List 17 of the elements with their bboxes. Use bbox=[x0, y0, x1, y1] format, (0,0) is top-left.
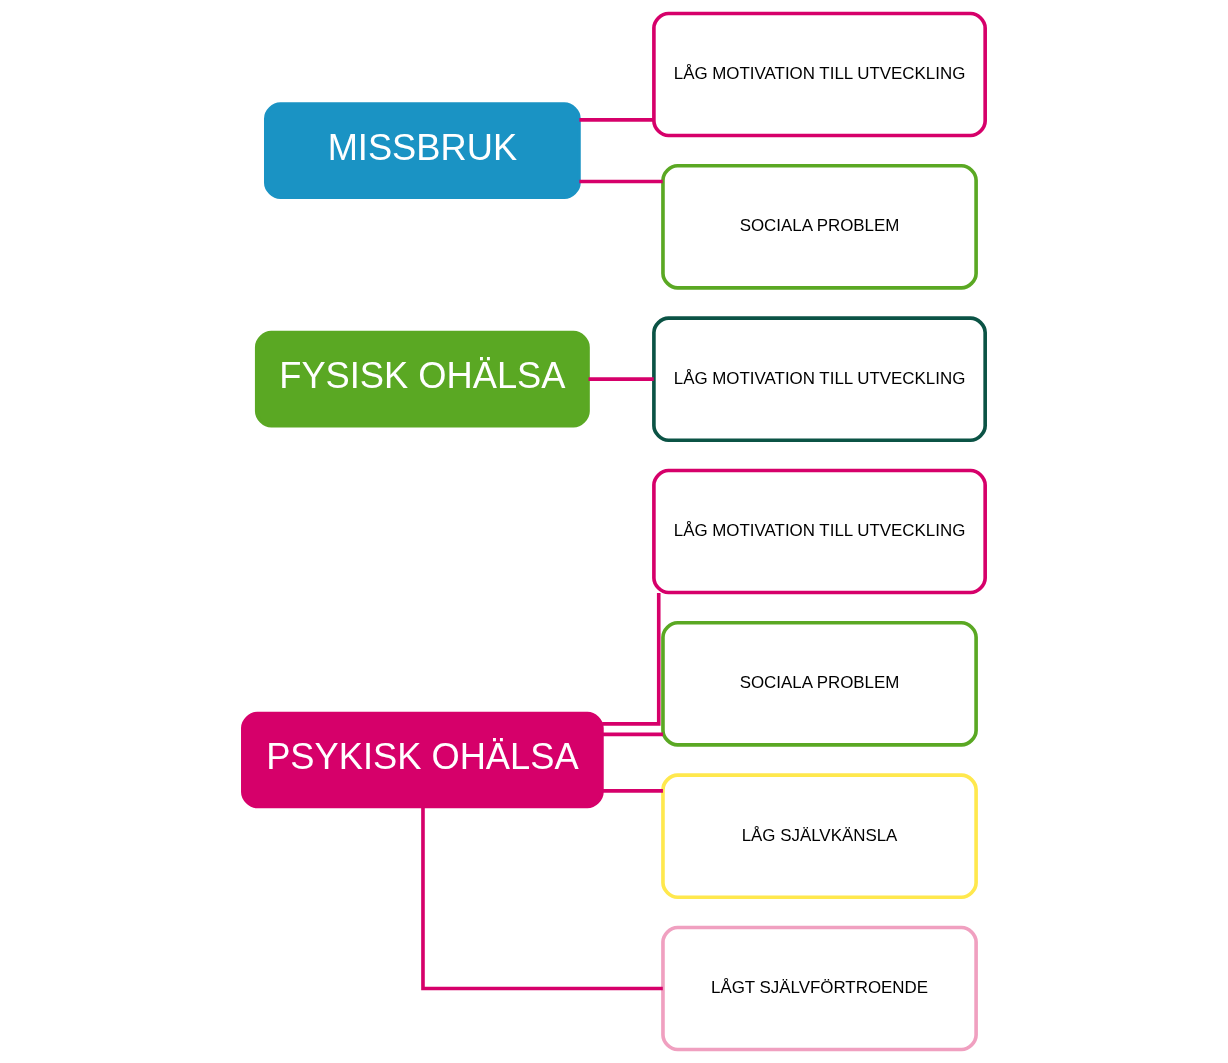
node-box: LÅGT SJÄLVFÖRTROENDE bbox=[661, 925, 978, 1052]
connector bbox=[588, 377, 654, 381]
connector bbox=[602, 789, 663, 793]
node-box: MISSBRUK bbox=[264, 102, 581, 200]
node-box: LÅG MOTIVATION TILL UTVECKLING bbox=[652, 11, 987, 138]
connector bbox=[421, 806, 663, 991]
connector bbox=[579, 118, 654, 122]
connector bbox=[602, 732, 663, 737]
node-box: LÅG MOTIVATION TILL UTVECKLING bbox=[652, 468, 987, 595]
node-box: LÅG MOTIVATION TILL UTVECKLING bbox=[652, 316, 987, 443]
node-box: SOCIALA PROBLEM bbox=[661, 163, 978, 290]
node-box: PSYKISK OHÄLSA bbox=[241, 711, 604, 809]
connector bbox=[579, 179, 663, 184]
node-box: LÅG SJÄLVKÄNSLA bbox=[661, 773, 978, 900]
connector bbox=[602, 592, 661, 726]
node-box: FYSISK OHÄLSA bbox=[254, 330, 590, 428]
node-box: SOCIALA PROBLEM bbox=[661, 620, 978, 747]
